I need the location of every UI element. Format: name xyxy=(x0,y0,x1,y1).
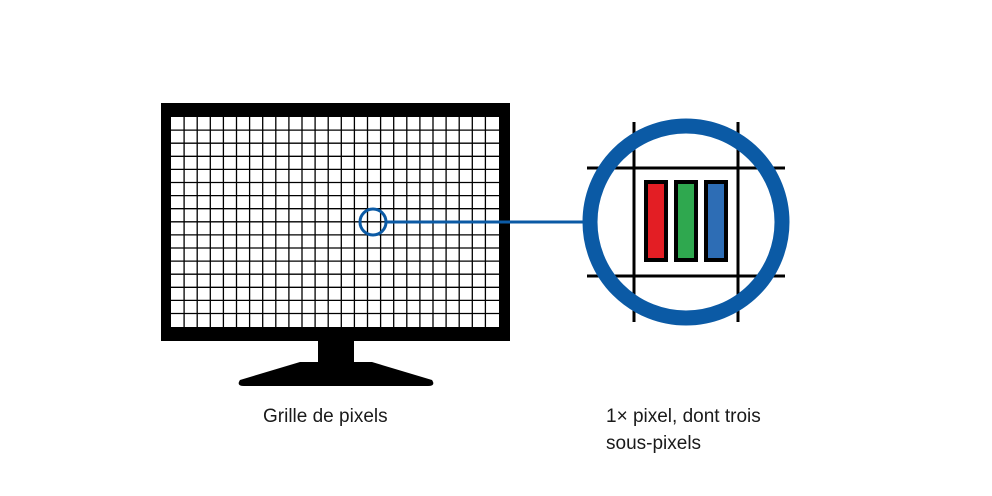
monitor-icon xyxy=(161,103,510,386)
magnified-grid xyxy=(587,122,785,322)
monitor-stand-neck xyxy=(318,338,354,364)
pixel-grid-caption: Grille de pixels xyxy=(263,406,388,427)
monitor-stand-base xyxy=(238,362,434,386)
subpixel-green xyxy=(674,180,698,262)
subpixel-blue xyxy=(704,180,728,262)
magnifier-ring xyxy=(582,118,790,326)
single-pixel-caption-line2: sous-pixels xyxy=(606,433,702,454)
single-pixel-caption-line1: 1× pixel, dont trois xyxy=(606,406,761,427)
subpixel-red xyxy=(644,180,668,262)
magnifier-circle-icon xyxy=(582,118,790,326)
single-pixel-caption: 1× pixel, dont trois sous-pixels xyxy=(606,403,761,457)
callout xyxy=(358,207,592,237)
